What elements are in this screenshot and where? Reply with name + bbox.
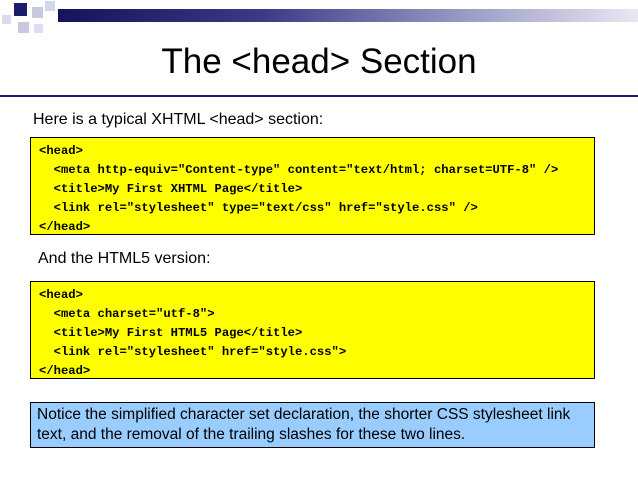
code-line: <title>My First HTML5 Page</title> xyxy=(39,326,303,340)
code-line: </head> xyxy=(39,364,91,378)
code-line: <link rel="stylesheet" href="style.css"> xyxy=(39,345,347,359)
html5-code-block: <head> <meta charset="utf-8"> <title>My … xyxy=(30,281,595,379)
code-line: </head> xyxy=(39,220,91,234)
code-line: <meta charset="utf-8"> xyxy=(39,307,215,321)
decorative-square-navy xyxy=(14,3,27,16)
title-divider xyxy=(0,95,638,97)
code-line: <head> xyxy=(39,144,83,158)
decorative-square-light xyxy=(34,24,43,33)
decorative-square-light xyxy=(2,15,11,24)
code-line: <meta http-equiv="Content-type" content=… xyxy=(39,163,559,177)
decorative-square-light xyxy=(45,1,55,11)
xhtml-code-block: <head> <meta http-equiv="Content-type" c… xyxy=(30,137,595,235)
decorative-square-light xyxy=(18,22,29,33)
header-gradient-bar xyxy=(58,9,638,22)
note-box: Notice the simplified character set decl… xyxy=(30,402,595,448)
code-line: <head> xyxy=(39,288,83,302)
xhtml-caption: Here is a typical XHTML <head> section: xyxy=(33,111,324,128)
code-line: <title>My First XHTML Page</title> xyxy=(39,182,303,196)
slide-title: The <head> Section xyxy=(161,42,477,81)
decorative-square-light xyxy=(32,7,43,18)
html5-caption: And the HTML5 version: xyxy=(38,250,211,267)
code-line: <link rel="stylesheet" type="text/css" h… xyxy=(39,201,478,215)
